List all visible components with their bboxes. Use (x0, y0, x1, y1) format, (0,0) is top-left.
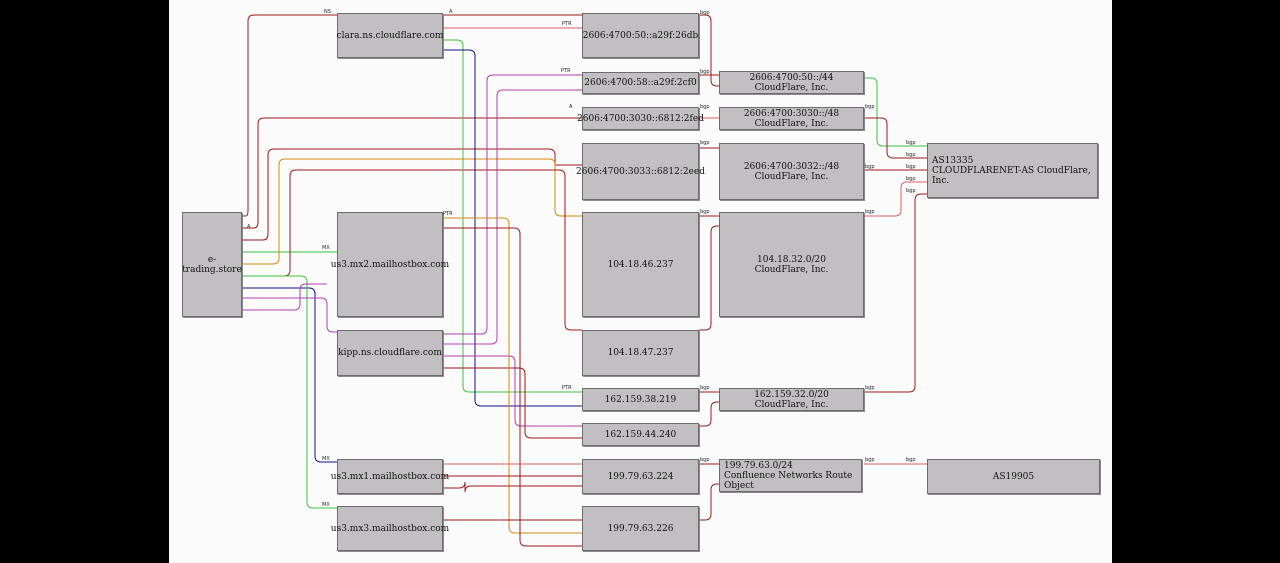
edge-label-bgp: bgp (865, 164, 875, 170)
prefix-line-1: 162.159.32.0/20 (754, 389, 829, 400)
edge-bgp-226 (699, 483, 719, 521)
node-clara-ns[interactable]: clara.ns.cloudflare.com (337, 13, 443, 58)
node-kipp-ns[interactable]: kipp.ns.cloudflare.com (337, 330, 443, 376)
node-ip-104-18-46-237[interactable]: 104.18.46.237 (582, 212, 699, 317)
edge-ns-kipp (240, 297, 337, 333)
prefix-line-2: CloudFlare, Inc. (754, 264, 829, 275)
edge-kipp-ptr-44 (443, 355, 582, 427)
edge-label-ptr: PTR (561, 68, 571, 74)
edge-mx1-a2 (443, 481, 582, 493)
edge-mx2-a (443, 227, 582, 547)
prefix-line-1: 2606:4700:50::/44 (749, 72, 834, 83)
edge-mx-mx1 (240, 287, 337, 463)
node-ip6-2fed[interactable]: 2606:4700:3030::6812:2fed (577, 107, 704, 130)
edge-label-ptr: PTR (562, 385, 572, 391)
node-ip-199-79-63-226[interactable]: 199.79.63.226 (582, 506, 699, 551)
prefix-line-2: CloudFlare, Inc. (754, 171, 829, 182)
edge-label-bgp: bgp (700, 385, 710, 391)
edge-label-bgp: bgp (865, 385, 875, 391)
edge-label-bgp: bgp (700, 457, 710, 463)
edge-label-bgp: bgp (865, 209, 875, 215)
edge-label-bgp: bgp (700, 69, 710, 75)
edge-label-bgp: bgp (865, 104, 875, 110)
edge-label-mx: MX (322, 456, 330, 462)
edge-a-x (240, 283, 327, 311)
edge-label-bgp: bgp (906, 457, 916, 463)
prefix-line-1: 2606:4700:3032::/48 (743, 161, 840, 172)
edge-label-bgp: bgp (700, 10, 710, 16)
edge-label-ns: NS (324, 9, 331, 15)
prefix-line-2: CloudFlare, Inc. (754, 82, 829, 93)
edge-bgp-44 (699, 401, 719, 427)
edge-a-46 (240, 158, 582, 265)
as-line-2: CLOUDFLARENET-AS CloudFlare, Inc. (932, 165, 1091, 186)
prefix-line-1: 104.18.32.0/20 (757, 254, 826, 265)
edge-kipp-a-2cf0 (443, 89, 582, 345)
node-us3-mx3[interactable]: us3.mx3.mailhostbox.com (331, 506, 449, 551)
edge-a-2fed (240, 117, 582, 229)
node-ip-162-159-38-219[interactable]: 162.159.38.219 (582, 388, 699, 411)
node-ip-199-79-63-224[interactable]: 199.79.63.224 (582, 459, 699, 494)
edge-label-ptr: PTR (443, 211, 453, 217)
edge-as-162 (864, 193, 927, 393)
edge-as-104 (864, 181, 927, 217)
prefix-line-2: CloudFlare, Inc. (754, 118, 829, 129)
prefix-line-1: 199.79.63.0/24 (724, 460, 793, 471)
node-ip-104-18-47-237[interactable]: 104.18.47.237 (582, 330, 699, 376)
graph-edges (240, 14, 927, 547)
edge-bgp-47 (699, 225, 719, 331)
edge-kipp-a-44 (443, 367, 582, 439)
edge-as-50 (864, 77, 927, 147)
node-ip6-26db[interactable]: 2606:4700:50::a29f:26db (582, 13, 699, 58)
edge-kipp-ptr-2cf0 (443, 74, 582, 335)
node-us3-mx1[interactable]: us3.mx1.mailhostbox.com (331, 459, 449, 494)
edge-label-mx: MX (322, 245, 330, 251)
edge-a-2eed (240, 148, 582, 241)
node-e-trading-store[interactable]: e-trading.store (182, 212, 242, 317)
edge-label-a: A (247, 224, 251, 230)
node-prefix-104-18-32[interactable]: 104.18.32.0/20 CloudFlare, Inc. (719, 212, 864, 317)
edge-label-a: A (449, 9, 453, 15)
edge-label-bgp: bgp (865, 457, 875, 463)
node-ip6-2eed[interactable]: 2606:4700:3033::6812:2eed (576, 143, 705, 200)
edge-clara-ptr-38 (443, 39, 582, 393)
node-prefix-2606-4700-3030[interactable]: 2606:4700:3030::/48 CloudFlare, Inc. (719, 107, 864, 130)
as-line-1: AS13335 (932, 155, 974, 166)
edge-label-bgp: bgp (700, 104, 710, 110)
edge-label-bgp: bgp (906, 164, 916, 170)
edge-as-3030 (864, 117, 927, 159)
prefix-line-1: 2606:4700:3030::/48 (743, 108, 840, 119)
edge-label-mx: MX (322, 502, 330, 508)
edge-label-bgp: bgp (700, 209, 710, 215)
node-prefix-2606-4700-50[interactable]: 2606:4700:50::/44 CloudFlare, Inc. (719, 71, 864, 94)
edge-label-a: A (569, 104, 573, 110)
edge-mx2-ptr (443, 217, 582, 534)
edge-label-bgp: bgp (906, 188, 916, 194)
edge-a-47 (240, 169, 582, 331)
node-as13335[interactable]: AS13335 CLOUDFLARENET-AS CloudFlare, Inc… (927, 143, 1098, 198)
edge-label-bgp: bgp (906, 176, 916, 182)
node-ip6-2cf0[interactable]: 2606:4700:58::a29f:2cf0 (582, 72, 699, 94)
node-prefix-199-79-63[interactable]: 199.79.63.0/24 Confluence Networks Route… (719, 459, 862, 492)
edge-label-bgp: bgp (906, 152, 916, 158)
node-us3-mx2[interactable]: us3.mx2.mailhostbox.com (331, 212, 449, 317)
edge-label-bgp: bgp (700, 140, 710, 146)
prefix-line-2: CloudFlare, Inc. (754, 399, 829, 410)
node-ip-162-159-44-240[interactable]: 162.159.44.240 (582, 423, 699, 446)
edge-ns-clara (240, 14, 337, 217)
edge-label-bgp: bgp (906, 140, 916, 146)
node-prefix-2606-4700-3032[interactable]: 2606:4700:3032::/48 CloudFlare, Inc. (719, 143, 864, 200)
edge-mx-mx3 (240, 275, 337, 509)
edge-bgp-26db (699, 14, 719, 87)
dependency-graph-canvas: e-trading.store clara.ns.cloudflare.com … (169, 0, 1112, 563)
edge-label-ptr: PTR (562, 21, 572, 27)
node-as19905[interactable]: AS19905 (927, 459, 1100, 494)
node-prefix-162-159-32[interactable]: 162.159.32.0/20 CloudFlare, Inc. (719, 388, 864, 411)
prefix-line-2: Confluence Networks Route Object (724, 470, 853, 491)
